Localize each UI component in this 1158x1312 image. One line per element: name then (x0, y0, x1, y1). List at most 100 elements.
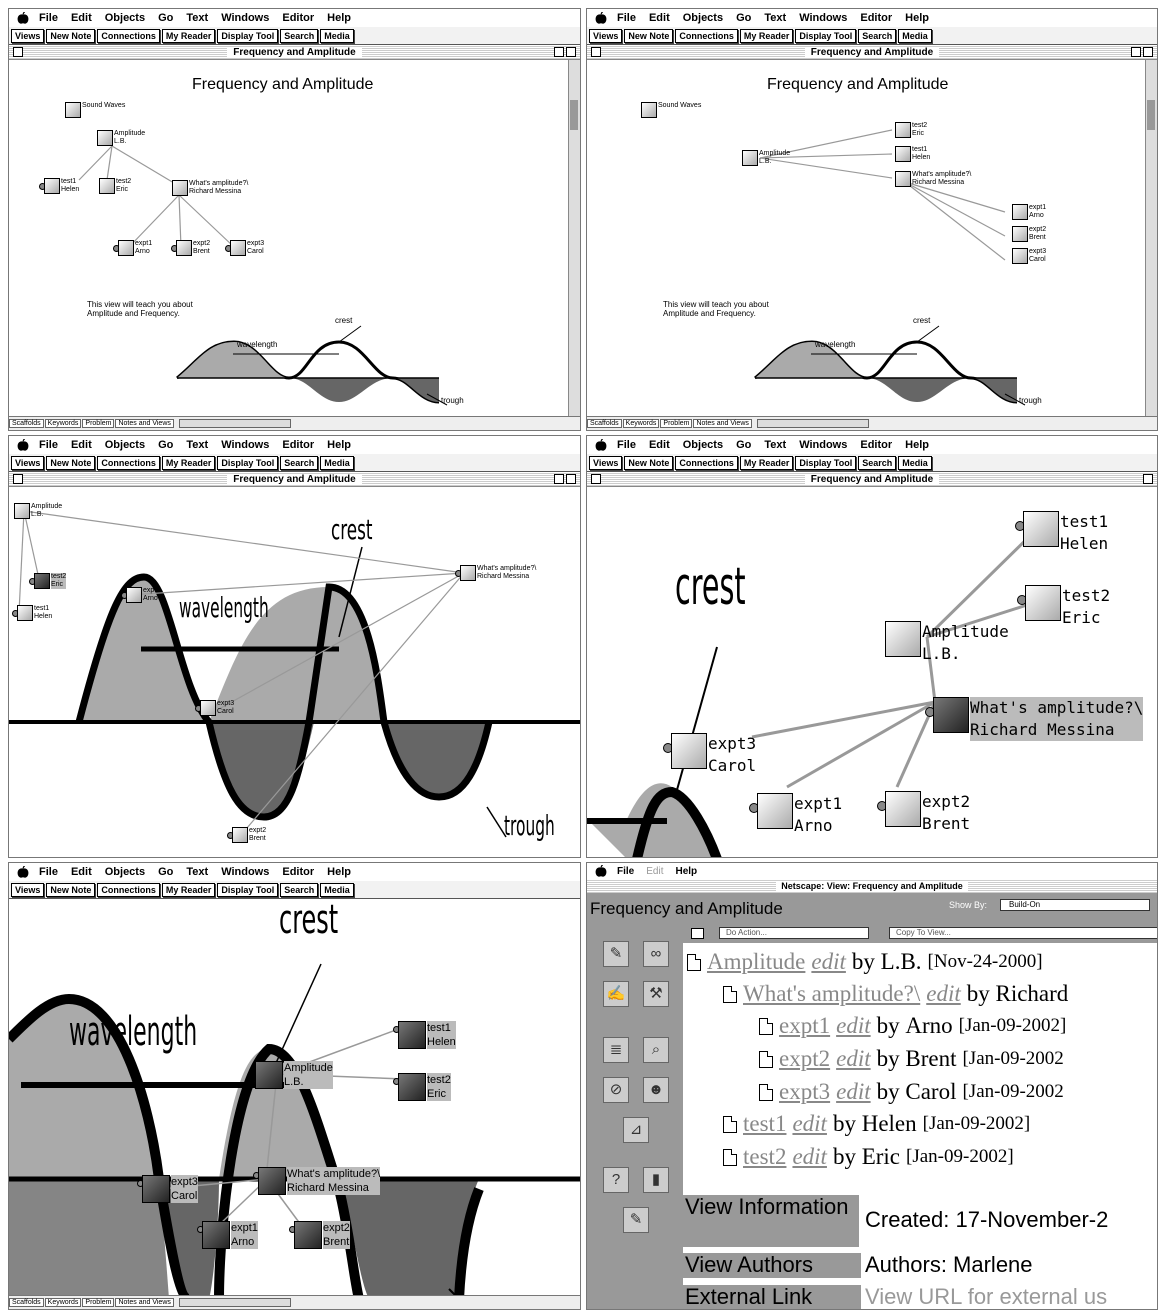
menu-edit[interactable]: Edit (70, 439, 92, 451)
zoom-box-icon[interactable] (1143, 474, 1153, 484)
menu-help[interactable]: Help (327, 866, 351, 878)
edit-view-icon[interactable]: ✎ (623, 1207, 649, 1233)
media-button[interactable]: Media (320, 455, 354, 470)
new-note-button[interactable]: New Note (624, 455, 674, 470)
keywords-button[interactable]: Keywords (622, 419, 660, 428)
menu-objects[interactable]: Objects (104, 12, 146, 24)
menu-file[interactable]: File (617, 865, 635, 877)
menu-editor[interactable]: Editor (282, 12, 315, 24)
menu-help[interactable]: Help (327, 12, 351, 24)
connections-button[interactable]: Connections (97, 882, 160, 897)
menu-editor[interactable]: Editor (282, 866, 315, 878)
horizontal-scrollbar[interactable] (178, 1298, 291, 1307)
menu-help[interactable]: Help (905, 439, 929, 451)
media-button[interactable]: Media (320, 28, 354, 43)
sound-waves-view-link[interactable]: Sound Waves (641, 102, 701, 118)
search-button[interactable]: Search (858, 455, 897, 470)
menu-text[interactable]: Text (764, 439, 787, 451)
vertical-scrollbar[interactable] (1145, 60, 1157, 417)
problem-button[interactable]: Problem (82, 419, 115, 428)
menu-edit[interactable]: Edit (648, 12, 670, 24)
window-titlebar[interactable]: Frequency and Amplitude (587, 45, 1157, 60)
edit-link[interactable]: edit (926, 981, 961, 1006)
note-link[interactable]: What's amplitude?\ (743, 981, 921, 1006)
menu-edit[interactable]: Edit (70, 12, 92, 24)
window-titlebar[interactable]: Frequency and Amplitude (587, 472, 1157, 487)
annotate-icon[interactable]: ✍ (603, 981, 629, 1007)
scaffolds-button[interactable]: Scaffolds (9, 419, 44, 428)
vertical-scrollbar[interactable] (568, 60, 580, 417)
media-button[interactable]: Media (898, 28, 932, 43)
horizontal-scrollbar[interactable] (178, 419, 291, 428)
menu-objects[interactable]: Objects (104, 866, 146, 878)
views-button[interactable]: Views (589, 455, 623, 470)
bookmark-icon[interactable]: ▮ (643, 1167, 669, 1193)
note-link[interactable]: expt1 (779, 1013, 831, 1038)
menu-go[interactable]: Go (736, 12, 752, 24)
media-button[interactable]: Media (320, 882, 354, 897)
window-titlebar[interactable]: Frequency and Amplitude (9, 472, 580, 487)
collapse-box-icon[interactable] (1131, 47, 1141, 57)
my-reader-button[interactable]: My Reader (161, 882, 216, 897)
link-icon[interactable]: ∞ (643, 941, 669, 967)
pencil-icon[interactable]: ✎ (603, 941, 629, 967)
keywords-button[interactable]: Keywords (44, 1298, 82, 1307)
note-link[interactable]: test1 (743, 1111, 787, 1136)
search-button[interactable]: Search (280, 882, 319, 897)
notes-views-menu[interactable]: Notes and Views (115, 419, 174, 428)
edit-link[interactable]: edit (811, 949, 846, 974)
my-reader-button[interactable]: My Reader (161, 28, 216, 43)
close-box-icon[interactable] (13, 474, 23, 484)
menu-text[interactable]: Text (764, 12, 787, 24)
note-question[interactable]: What's amplitude?\Richard Messina (895, 171, 971, 187)
menu-editor[interactable]: Editor (282, 439, 315, 451)
menu-windows[interactable]: Windows (799, 12, 848, 24)
menu-file[interactable]: File (39, 12, 58, 24)
menu-edit[interactable]: Edit (70, 866, 92, 878)
menu-help[interactable]: Help (327, 439, 351, 451)
note-link[interactable]: test2 (743, 1144, 787, 1169)
do-action-select[interactable]: Do Action... (719, 927, 869, 939)
menu-edit[interactable]: Edit (648, 439, 670, 451)
window-titlebar[interactable]: Frequency and Amplitude (9, 45, 580, 60)
note-link[interactable]: expt3 (779, 1079, 831, 1104)
select-all-checkbox[interactable] (691, 928, 704, 939)
menu-help[interactable]: Help (675, 865, 698, 877)
note-question[interactable]: What's amplitude?\Richard Messina (253, 1167, 381, 1195)
menu-file[interactable]: File (39, 866, 58, 878)
connections-button[interactable]: Connections (675, 28, 738, 43)
apple-icon[interactable] (595, 438, 607, 451)
menu-objects[interactable]: Objects (104, 439, 146, 451)
apple-icon[interactable] (595, 864, 607, 877)
apple-icon[interactable] (17, 865, 29, 878)
menu-file[interactable]: File (39, 439, 58, 451)
connections-button[interactable]: Connections (675, 455, 738, 470)
zoom-box-icon[interactable] (566, 474, 576, 484)
menu-text[interactable]: Text (186, 439, 209, 451)
edit-link[interactable]: edit (836, 1046, 871, 1071)
menu-edit[interactable]: Edit (646, 865, 664, 877)
menu-help[interactable]: Help (905, 12, 929, 24)
menu-file[interactable]: File (617, 439, 636, 451)
menu-text[interactable]: Text (186, 866, 209, 878)
edit-link[interactable]: edit (792, 1111, 827, 1136)
media-button[interactable]: Media (898, 455, 932, 470)
new-note-button[interactable]: New Note (624, 28, 674, 43)
